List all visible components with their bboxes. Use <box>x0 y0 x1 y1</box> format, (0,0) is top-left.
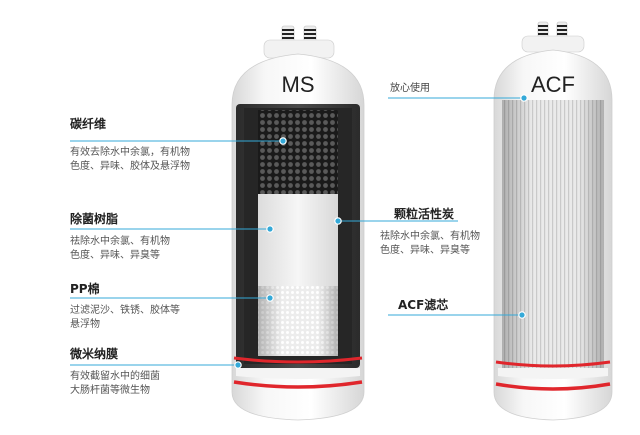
activated-carbon-desc-line-1: 祛除水中余氯、有机物 <box>380 231 480 242</box>
ms-badge: MS <box>282 72 315 97</box>
resin-desc-line-2: 色度、异味、异臭等 <box>70 249 160 261</box>
membrane-desc: 有效截留水中的细菌 大肠杆菌等微生物 <box>70 370 160 397</box>
carbon-mesh-core <box>258 110 338 194</box>
ms-cartridge: MS <box>231 25 365 421</box>
resin-desc-line-1: 祛除水中余氯、有机物 <box>70 236 170 247</box>
activated-carbon-title: 颗粒活性炭 <box>394 207 455 221</box>
pp-desc: 过滤泥沙、铁锈、胶体等 悬浮物 <box>70 304 180 331</box>
left-connector <box>263 25 335 59</box>
resin-block <box>258 194 338 286</box>
pp-desc-line-2: 悬浮物 <box>70 318 100 330</box>
resin-title: 除菌树脂 <box>70 212 119 226</box>
right-red-band-2 <box>495 382 611 391</box>
carbon-fiber-desc-line-1: 有效去除水中余氯，有机物 <box>70 147 190 158</box>
activated-carbon-desc-line-2: 色度、异味、异臭等 <box>380 244 470 256</box>
acf-cartridge: ACF <box>493 21 613 421</box>
carbon-fiber-desc-line-2: 色度、异味、胶体及悬浮物 <box>70 160 190 172</box>
acf-core-label: ACF滤芯 <box>398 298 449 312</box>
membrane-desc-line-1: 有效截留水中的细菌 <box>70 371 160 382</box>
membrane-desc-line-2: 大肠杆菌等微生物 <box>70 384 150 396</box>
acf-badge: ACF <box>531 72 575 97</box>
resin-desc: 祛除水中余氯、有机物 色度、异味、异臭等 <box>70 235 170 262</box>
carbon-fiber-title: 碳纤维 <box>70 117 107 131</box>
right-connector <box>521 21 585 53</box>
activated-carbon-desc: 祛除水中余氯、有机物 色度、异味、异臭等 <box>380 230 480 257</box>
left-red-band-2 <box>233 380 363 389</box>
pp-desc-line-1: 过滤泥沙、铁锈、胶体等 <box>70 305 180 316</box>
membrane-title: 微米纳膜 <box>70 347 119 361</box>
callouts <box>70 94 528 369</box>
safe-use-label: 放心使用 <box>390 83 430 94</box>
carbon-fiber-desc: 有效去除水中余氯，有机物 色度、异味、胶体及悬浮物 <box>70 146 190 173</box>
right-red-band-1 <box>495 360 611 368</box>
pp-title: PP棉 <box>70 282 100 296</box>
left-red-band-1 <box>233 356 363 364</box>
